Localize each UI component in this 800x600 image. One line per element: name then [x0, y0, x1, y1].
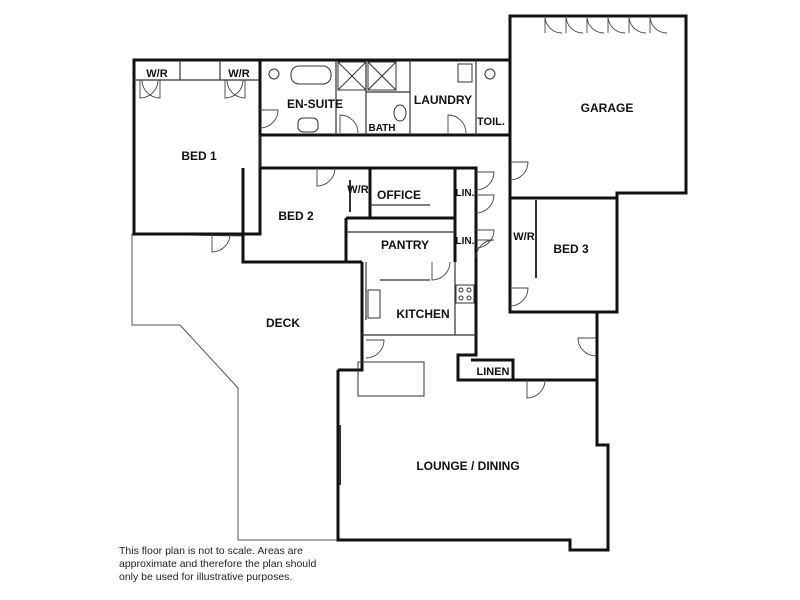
label-wr-1: W/R: [146, 68, 167, 80]
label-linen: LINEN: [477, 366, 510, 378]
toilet: [268, 68, 280, 80]
interior-partitions: [134, 60, 477, 336]
label-lounge-dining: LOUNGE / DINING: [416, 459, 519, 473]
label-office: OFFICE: [377, 188, 421, 202]
exterior-walls: [132, 14, 688, 552]
bathtub: [290, 65, 332, 85]
disclaimer-note: This floor plan is not to scale. Areas a…: [119, 545, 317, 583]
basin: [297, 117, 319, 133]
label-bed-1: BED 1: [181, 149, 217, 163]
label-bed-3: BED 3: [553, 242, 589, 256]
label-laundry: LAUNDRY: [414, 93, 472, 107]
cooktop: [455, 284, 475, 304]
deck-outline: [131, 233, 363, 541]
fixtures: [268, 61, 537, 485]
label-kitchen: KITCHEN: [396, 307, 449, 321]
door-swings: [139, 15, 668, 399]
label-en-suite: EN-SUITE: [287, 97, 343, 111]
label-wr-4: W/R: [513, 231, 534, 243]
label-pantry: PANTRY: [381, 238, 429, 252]
laundry-tub: [457, 63, 473, 83]
label-lin-1: LIN.: [456, 188, 475, 199]
label-deck: DECK: [266, 316, 300, 330]
label-wr-2: W/R: [228, 68, 249, 80]
room-labels: W/R W/R EN-SUITE LAUNDRY GARAGE BATH TOI…: [146, 68, 633, 473]
label-toil: TOIL.: [477, 116, 505, 128]
basin: [393, 104, 407, 122]
label-bed-2: BED 2: [278, 209, 314, 223]
label-bath: BATH: [368, 123, 395, 134]
toilet: [484, 68, 496, 80]
label-garage: GARAGE: [581, 101, 634, 115]
label-wr-3: W/R: [347, 184, 368, 196]
label-lin-2: LIN.: [456, 236, 475, 247]
island-bench: [357, 361, 425, 397]
sink: [367, 289, 381, 319]
shower-screens: [337, 61, 397, 91]
